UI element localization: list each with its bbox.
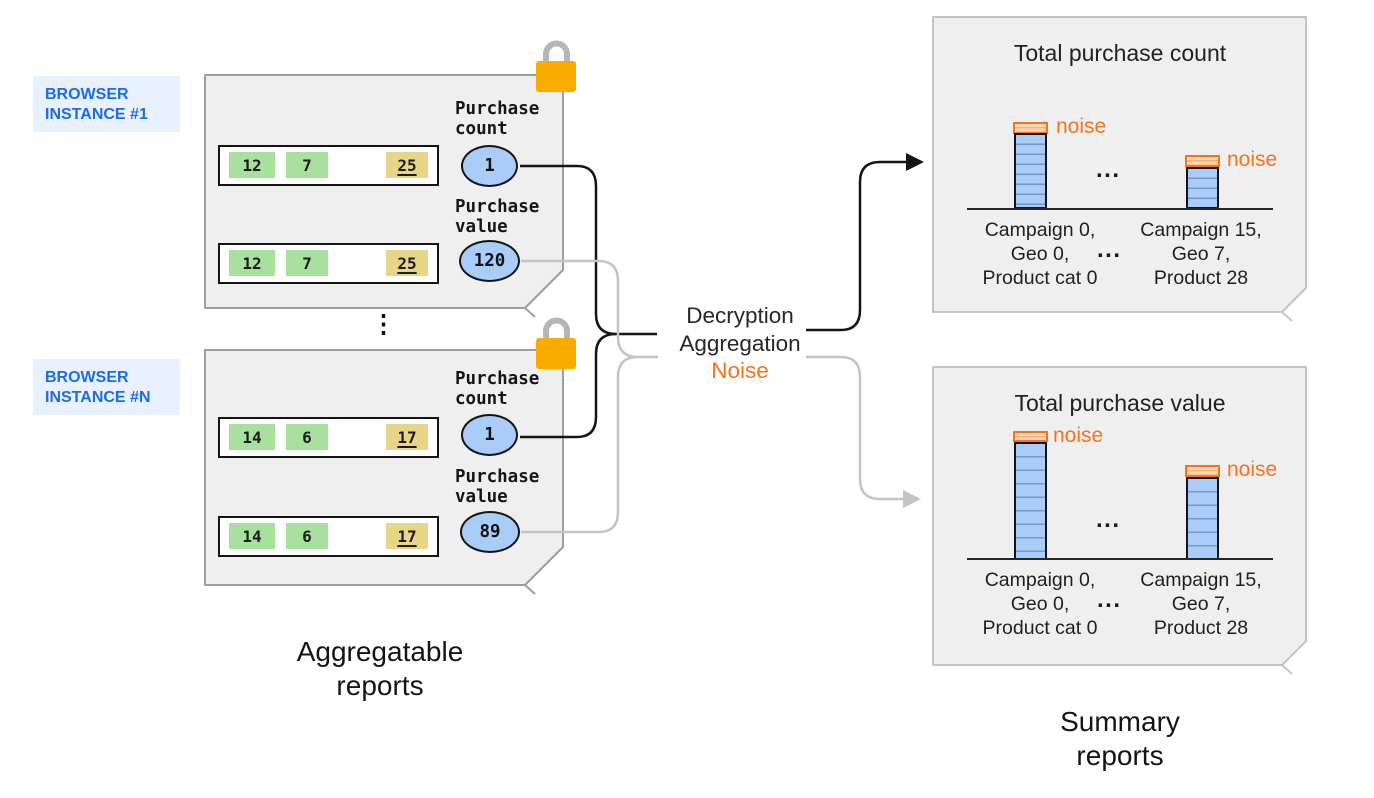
count-chart-axis — [967, 208, 1273, 210]
value-chart-axis — [967, 558, 1273, 560]
bucket-value-underlined: 25 — [397, 155, 417, 175]
purchase-count-pill: 1 — [461, 414, 518, 456]
bucket-value: 6 — [286, 424, 328, 450]
summary-count-fold-tail — [1281, 311, 1293, 322]
aggregation-label: Aggregation — [679, 330, 801, 356]
summary-reports-caption: Summary reports — [1060, 706, 1180, 771]
panel-n-fold-tail — [524, 584, 536, 595]
bucket-value: 7 — [286, 152, 328, 178]
value-wire-instanceN — [521, 355, 639, 534]
encrypted-report-row: 12 7 25 — [218, 243, 439, 284]
bucket-value: 7 — [286, 250, 328, 276]
browser-instance-n-badge: BROWSER INSTANCE #N — [33, 359, 180, 415]
bucket-value: 12 — [229, 152, 275, 178]
bucket-value-highlight: 25 — [386, 152, 428, 178]
purchase-value-label: Purchase value — [455, 197, 540, 237]
value-bar-campaign0 — [1014, 442, 1047, 560]
aggregation-process-label: Decryption Aggregation Noise — [655, 302, 825, 385]
purchase-count-pill: 1 — [461, 145, 518, 187]
purchase-value-pill: 120 — [459, 240, 520, 282]
count-bar-campaign15 — [1186, 167, 1219, 209]
lock-icon — [536, 317, 576, 369]
bucket-value-underlined: 25 — [397, 253, 417, 273]
bucket-value-highlight: 17 — [386, 523, 428, 549]
purchase-value-label: Purchase value — [455, 467, 540, 507]
panel-1-fold-tail — [524, 307, 536, 318]
count-category-label-2: Campaign 15, Geo 7, Product 28 — [1140, 219, 1262, 289]
count-wire-instance1 — [520, 164, 657, 336]
bucket-value-highlight: 25 — [386, 250, 428, 276]
value-wire-to-summary — [806, 355, 903, 501]
count-wire-instanceN — [520, 332, 617, 439]
bucket-value: 14 — [229, 523, 275, 549]
noise-cap — [1013, 431, 1048, 442]
value-wire-instance1 — [521, 259, 658, 359]
bucket-value: 14 — [229, 424, 275, 450]
encrypted-report-row: 14 6 17 — [218, 417, 439, 458]
bucket-value: 12 — [229, 250, 275, 276]
bucket-value-highlight: 17 — [386, 424, 428, 450]
summary-value-fold-tail — [1281, 664, 1293, 675]
aggregatable-reports-caption: Aggregatable reports — [296, 636, 464, 701]
gray-arrowhead-icon — [903, 490, 921, 508]
bucket-value-underlined: 17 — [397, 427, 417, 447]
summary-count-title: Total purchase count — [1013, 40, 1227, 66]
noise-annotation: noise — [1227, 458, 1278, 481]
noise-annotation: noise — [1056, 115, 1107, 138]
categories-ellipsis: ... — [1097, 586, 1122, 613]
noise-cap — [1185, 465, 1220, 477]
black-arrowhead-icon — [906, 153, 924, 171]
bucket-value: 6 — [286, 523, 328, 549]
noise-label: Noise — [711, 358, 769, 383]
more-instances-ellipsis: ⋮ — [371, 310, 396, 338]
bucket-value-underlined: 17 — [397, 526, 417, 546]
summary-count-panel — [932, 16, 1307, 313]
bars-ellipsis: ... — [1096, 506, 1121, 533]
bars-ellipsis: ... — [1096, 156, 1121, 183]
noise-cap — [1185, 155, 1220, 167]
noise-annotation: noise — [1053, 424, 1104, 447]
purchase-count-label: Purchase count — [455, 369, 540, 409]
browser-instance-1-badge: BROWSER INSTANCE #1 — [33, 76, 180, 132]
purchase-count-label: Purchase count — [455, 99, 540, 139]
summary-value-title: Total purchase value — [1014, 390, 1226, 416]
value-category-label-2: Campaign 15, Geo 7, Product 28 — [1140, 569, 1262, 639]
encrypted-report-row: 14 6 17 — [218, 516, 439, 557]
lock-icon — [536, 40, 576, 92]
categories-ellipsis: ... — [1097, 236, 1122, 263]
count-bar-campaign0 — [1014, 133, 1047, 209]
count-category-label-1: Campaign 0, Geo 0, Product cat 0 — [982, 219, 1098, 289]
purchase-value-pill: 89 — [460, 511, 520, 553]
value-category-label-1: Campaign 0, Geo 0, Product cat 0 — [982, 569, 1098, 639]
value-bar-campaign15 — [1186, 477, 1219, 560]
encrypted-report-row: 12 7 25 — [218, 145, 439, 186]
decryption-label: Decryption — [686, 303, 794, 328]
count-wire-to-summary — [806, 160, 906, 332]
noise-annotation: noise — [1227, 148, 1278, 171]
